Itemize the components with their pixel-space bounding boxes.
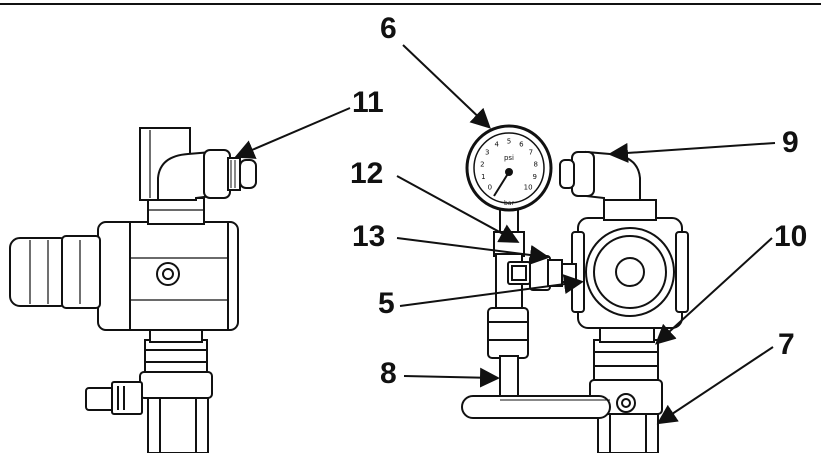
gauge-dial-number: 9 bbox=[532, 173, 536, 181]
leader-9 bbox=[608, 142, 776, 163]
left-ball-valve bbox=[139, 371, 213, 399]
bypass-handle bbox=[461, 395, 611, 419]
right-front-view bbox=[461, 124, 689, 453]
gauge-unit-psi: psi bbox=[504, 154, 514, 162]
gauge-dial-number: 1 bbox=[481, 173, 485, 181]
gauge-dial-number: 7 bbox=[529, 149, 533, 157]
pressure-gauge bbox=[465, 124, 553, 212]
leader-11 bbox=[234, 107, 351, 159]
leader-8 bbox=[403, 367, 500, 388]
callout-13: 13 bbox=[352, 220, 385, 253]
leader-13 bbox=[396, 237, 550, 265]
gauge-dial-number: 8 bbox=[533, 160, 537, 168]
leader-6 bbox=[402, 44, 491, 129]
leader-lines bbox=[234, 44, 776, 425]
gauge-dial-number: 10 bbox=[524, 184, 533, 192]
callout-8: 8 bbox=[380, 357, 397, 390]
leader-10 bbox=[655, 237, 773, 345]
leader-5 bbox=[399, 274, 584, 307]
callout-11: 11 bbox=[352, 86, 384, 119]
left-elbow-fitting bbox=[203, 149, 231, 199]
callout-9: 9 bbox=[782, 126, 799, 159]
callout-6: 6 bbox=[380, 12, 397, 45]
right-top-fitting bbox=[603, 199, 657, 221]
gauge-needle bbox=[493, 171, 510, 197]
gauge-dial-number: 4 bbox=[494, 140, 499, 148]
leader-12 bbox=[396, 175, 520, 243]
left-top-fitting bbox=[147, 197, 205, 225]
lower-nipple bbox=[487, 307, 529, 359]
left-union bbox=[144, 339, 208, 373]
right-elbow-fitting bbox=[571, 151, 595, 197]
left-side-view bbox=[9, 127, 257, 453]
leader-7 bbox=[656, 346, 774, 425]
right-bottom-pipe bbox=[597, 411, 659, 453]
right-union bbox=[593, 339, 659, 381]
gauge-dial-number: 6 bbox=[519, 140, 524, 148]
gauge-unit-bar: bar bbox=[504, 200, 514, 207]
left-bottom-pipe bbox=[147, 394, 209, 453]
gauge-dial-number: 3 bbox=[485, 149, 489, 157]
callout-10: 10 bbox=[774, 220, 807, 253]
gauge-dial-number: 5 bbox=[507, 138, 511, 146]
callout-12: 12 bbox=[350, 157, 383, 190]
gauge-dial-number: 2 bbox=[480, 160, 484, 168]
gauge-dial-number: 0 bbox=[488, 184, 492, 192]
callout-7: 7 bbox=[778, 328, 795, 361]
callout-5: 5 bbox=[378, 287, 395, 320]
